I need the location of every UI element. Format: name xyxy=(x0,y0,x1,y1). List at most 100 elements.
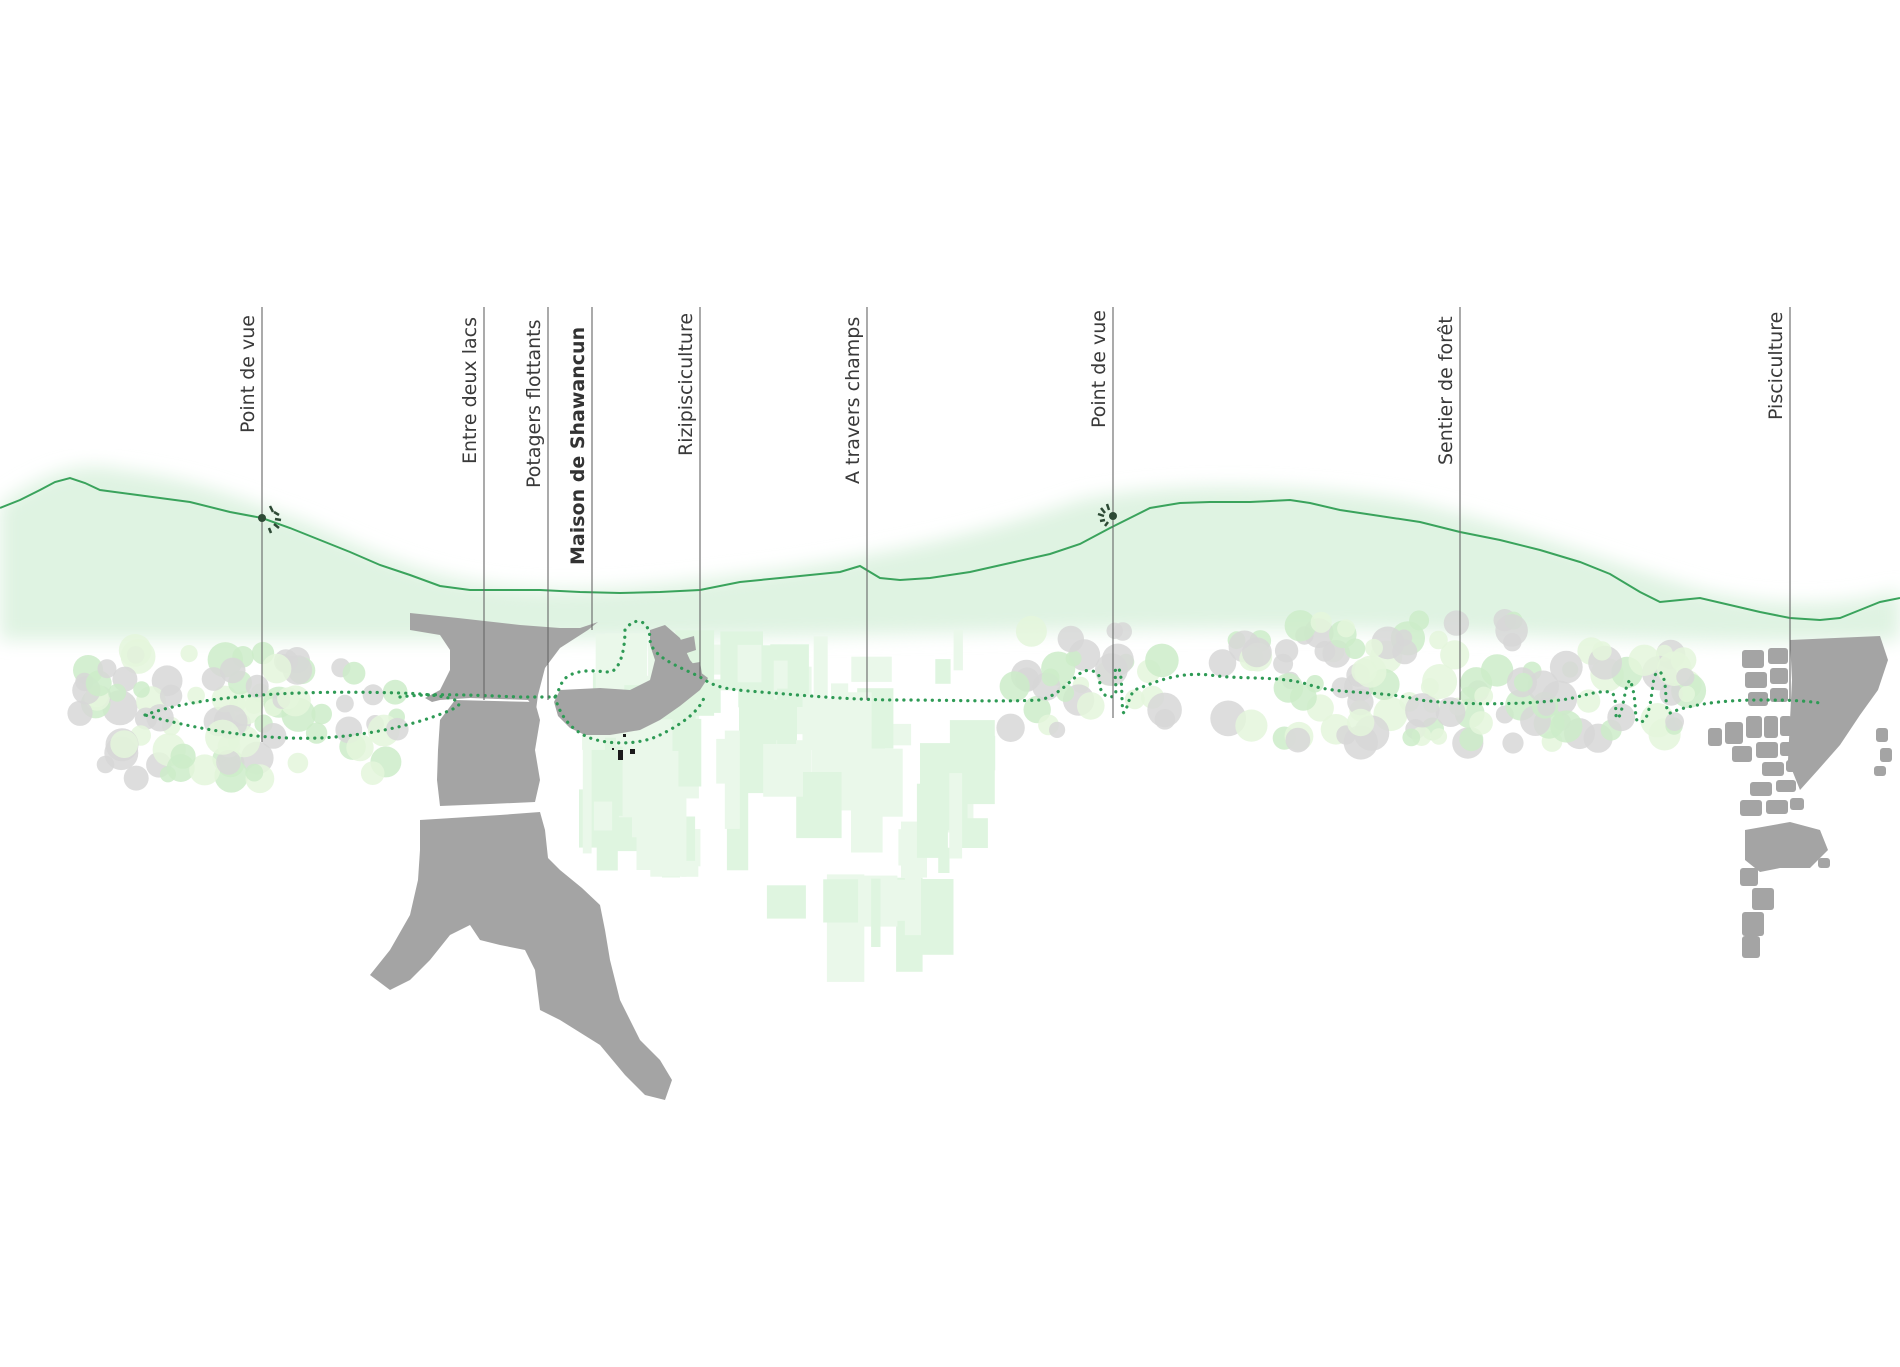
fish-pond xyxy=(1745,822,1828,872)
trail-house-spur xyxy=(553,693,707,745)
tree xyxy=(1550,710,1583,743)
trail-loop-west xyxy=(139,690,461,740)
tree xyxy=(1077,692,1105,720)
lake-floating-gardens xyxy=(554,625,708,735)
tree xyxy=(170,743,196,769)
tree xyxy=(97,659,117,679)
tree xyxy=(1331,677,1353,699)
station-label: Potagers flottants xyxy=(523,319,545,488)
tree xyxy=(1395,629,1413,647)
rice-field xyxy=(739,701,767,794)
fish-pond xyxy=(1746,716,1762,738)
tree xyxy=(216,749,241,775)
tree xyxy=(1101,643,1134,676)
fish-pond xyxy=(1776,780,1796,792)
tree xyxy=(1676,668,1695,687)
fish-pond xyxy=(1752,888,1774,910)
lakes xyxy=(370,613,708,1100)
station-label: A travers champs xyxy=(842,316,864,484)
tree xyxy=(96,755,115,774)
tree xyxy=(1113,622,1132,641)
tree xyxy=(1208,649,1237,677)
trail-main xyxy=(398,619,1822,724)
fish-pond xyxy=(1818,858,1830,868)
rice-field xyxy=(846,723,860,788)
elevation-band xyxy=(0,466,1900,642)
fish-pond xyxy=(1874,766,1886,776)
tree xyxy=(1351,658,1377,684)
rice-field xyxy=(874,748,903,817)
fish-pond xyxy=(1742,912,1764,936)
viewpoint-icon xyxy=(1097,503,1117,527)
tree xyxy=(205,719,241,755)
station-label: Sentier de forêt xyxy=(1435,316,1457,465)
rice-field xyxy=(871,878,881,947)
tree xyxy=(1480,654,1514,687)
tree xyxy=(1435,697,1466,727)
tree xyxy=(261,653,292,684)
tree xyxy=(189,754,221,786)
tree xyxy=(133,681,150,698)
tree xyxy=(1310,611,1332,633)
rice-field xyxy=(737,644,762,683)
rice-field xyxy=(949,773,963,859)
fish-pond xyxy=(1790,798,1804,810)
tree xyxy=(311,703,333,725)
tree xyxy=(1145,643,1179,678)
tree xyxy=(1422,664,1458,699)
tree xyxy=(996,713,1025,742)
fish-pond xyxy=(1764,716,1778,738)
station-label: Maison de Shawancun xyxy=(567,326,589,565)
fish-pond xyxy=(1876,728,1888,742)
fish-pond xyxy=(1742,650,1764,668)
tree xyxy=(1430,728,1448,745)
tree xyxy=(201,667,226,691)
tree xyxy=(1056,684,1075,702)
tree xyxy=(1284,610,1317,642)
rice-field xyxy=(636,775,665,870)
rice-field xyxy=(766,885,806,919)
tree xyxy=(1154,709,1176,730)
walking-trail xyxy=(139,619,1822,745)
fish-pond xyxy=(1770,688,1788,702)
fish-pond xyxy=(1740,800,1762,816)
tree xyxy=(999,671,1030,702)
tree xyxy=(180,645,198,663)
tree xyxy=(1124,689,1145,710)
rice-field xyxy=(724,730,740,829)
tree xyxy=(382,679,408,705)
fish-pond xyxy=(1732,746,1752,762)
tree xyxy=(1576,689,1601,713)
tree xyxy=(110,730,139,758)
fish-pond xyxy=(1725,722,1743,744)
rice-fields xyxy=(579,630,996,982)
tree xyxy=(1665,712,1684,731)
tree xyxy=(287,752,309,774)
rice-field xyxy=(763,744,803,797)
fish-pond xyxy=(1786,760,1804,772)
tree xyxy=(1409,610,1430,631)
tree xyxy=(1285,727,1311,753)
tree xyxy=(1402,728,1421,747)
tree xyxy=(1365,638,1383,657)
fish-pond xyxy=(1745,672,1767,688)
tree xyxy=(1344,638,1366,659)
tree xyxy=(123,765,149,791)
fish-pond xyxy=(1748,692,1768,706)
rice-field xyxy=(678,718,702,787)
tree xyxy=(336,694,354,713)
tree xyxy=(1337,619,1356,638)
station-label: Rizipisciculture xyxy=(675,312,697,456)
tree xyxy=(1460,686,1477,704)
fish-pond xyxy=(1742,936,1760,958)
station-label: Pisciculture xyxy=(1765,311,1787,420)
rice-field xyxy=(938,847,950,873)
fish-pond xyxy=(1762,762,1784,776)
fish-pond xyxy=(1768,648,1788,664)
rice-field xyxy=(858,813,872,846)
lake-upper xyxy=(410,613,598,710)
tree xyxy=(342,661,366,685)
fish-pond xyxy=(1756,742,1778,758)
tree xyxy=(245,674,269,698)
rice-field xyxy=(596,846,618,871)
